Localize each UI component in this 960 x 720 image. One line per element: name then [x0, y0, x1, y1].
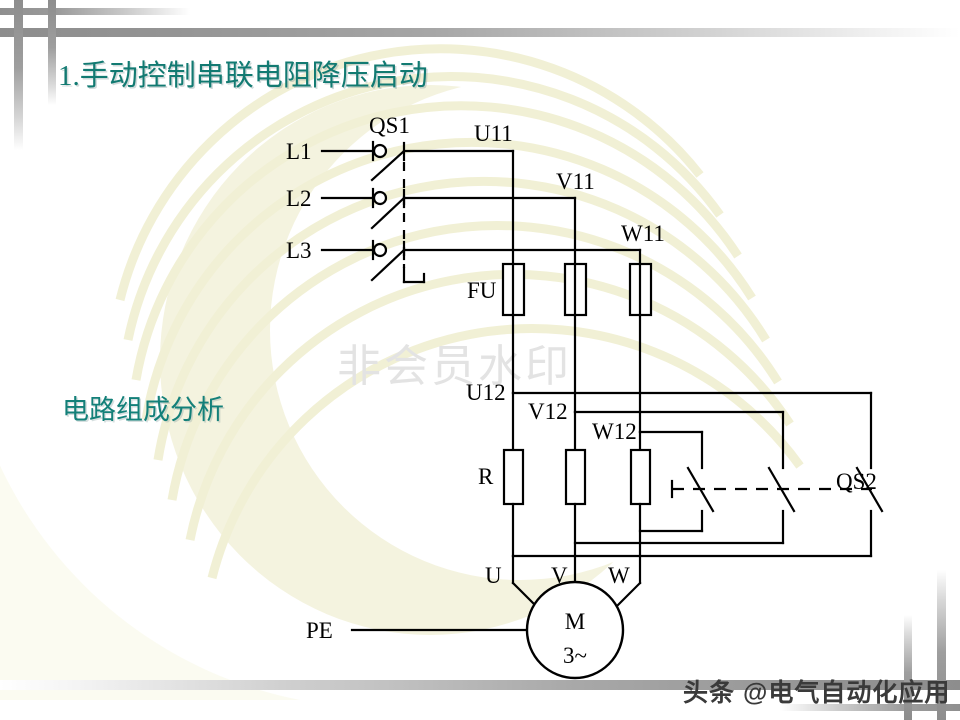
- corner-vertical-bar-1: [14, 0, 23, 150]
- corner-vertical-bar-3: [937, 570, 946, 720]
- label-pe: PE: [306, 618, 333, 643]
- resistor-v: [564, 448, 587, 506]
- motor-letter: M: [565, 609, 585, 634]
- top-band: [0, 28, 960, 37]
- resistor-u: [502, 448, 525, 506]
- label-l3: L3: [286, 238, 312, 263]
- label-qs2: QS2: [836, 469, 877, 494]
- bottom-watermark: 头条 @电气自动化应用: [683, 679, 951, 707]
- label-u11: U11: [474, 121, 513, 146]
- qs1-terminal-circle-3: [372, 242, 388, 258]
- page-title: 1.手动控制串联电阻降压启动: [58, 60, 428, 92]
- label-v: V: [551, 563, 568, 588]
- label-v12: V12: [528, 399, 568, 424]
- label-w11: W11: [621, 221, 665, 246]
- label-u12: U12: [466, 380, 506, 405]
- qs1-blade-3: [370, 248, 406, 282]
- qs1-blade-1: [370, 149, 406, 182]
- section-subtitle: 电路组成分析: [62, 395, 224, 425]
- label-fu: FU: [467, 278, 497, 303]
- qs1-terminal-circle-2: [372, 190, 388, 206]
- resistor-w: [629, 448, 652, 506]
- motor-symbol: [525, 580, 625, 680]
- label-v11: V11: [556, 169, 595, 194]
- center-watermark: 非会员水印: [337, 342, 572, 391]
- label-r: R: [478, 464, 494, 489]
- bottom-thin-band: [780, 704, 960, 711]
- qs1-terminal-circle-1: [372, 143, 388, 159]
- top-thin-band: [0, 8, 190, 15]
- bottom-band: [0, 680, 960, 690]
- qs1-blade-2: [370, 196, 406, 230]
- corner-vertical-bar-2: [48, 0, 56, 105]
- corner-vertical-bar-4: [904, 615, 912, 720]
- label-w12: W12: [592, 419, 637, 444]
- label-l2: L2: [286, 186, 312, 211]
- label-u: U: [485, 563, 502, 588]
- label-qs1: QS1: [369, 113, 410, 138]
- label-w: W: [608, 563, 630, 588]
- label-l1: L1: [286, 139, 312, 164]
- motor-phase: 3~: [563, 643, 587, 668]
